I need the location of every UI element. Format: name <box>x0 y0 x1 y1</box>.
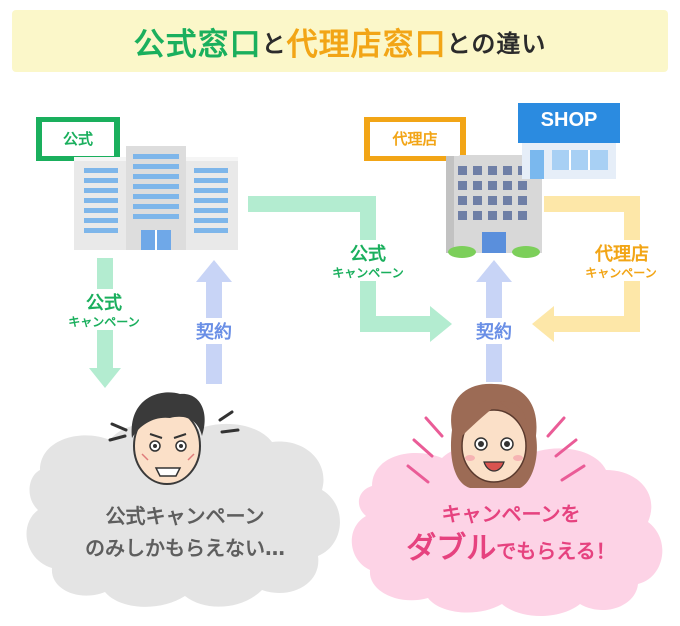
title-band <box>12 10 668 72</box>
title-official-window: 公式窓口 <box>133 26 262 63</box>
agency-building-icon <box>446 155 542 258</box>
agency-contract-label: 契約 <box>460 318 528 344</box>
agency-label: 代理店 <box>370 122 460 156</box>
official-campaign-sub: キャンペーン <box>54 313 154 330</box>
pink-cloud-line2: でもらえる！ <box>496 539 616 563</box>
official-contract-label: 契約 <box>180 318 248 344</box>
gray-speech-cloud <box>26 423 340 607</box>
pink-cloud-line1: キャンペーンを <box>441 502 581 526</box>
official-campaign-arrow-to-agency <box>248 196 452 342</box>
official-label: 公式 <box>42 122 114 156</box>
agency-campaign-title: 代理店 <box>572 240 672 266</box>
pink-speech-cloud <box>351 444 663 616</box>
title-agency-window: 代理店窓口 <box>286 26 447 63</box>
gray-cloud-line1: 公式キャンペーン <box>105 504 265 528</box>
agency-campaign-sub: キャンペーン <box>566 264 676 281</box>
page-title: 公式窓口 と 代理店窓口 との違い <box>12 10 668 72</box>
official-campaign-title: 公式 <box>64 289 144 315</box>
excitement-lines <box>406 416 586 484</box>
mid-official-campaign-title: 公式 <box>320 240 416 266</box>
official-building-icon <box>74 146 238 250</box>
gray-cloud-line2: のみしかもらえない… <box>85 536 285 560</box>
happy-woman-avatar <box>450 383 537 488</box>
title-difference: との違い <box>446 29 547 58</box>
title-particle-to: と <box>261 29 287 58</box>
shop-store-icon <box>518 103 620 179</box>
mid-official-campaign-sub: キャンペーン <box>312 264 424 281</box>
pink-cloud-double: ダブル <box>406 531 497 566</box>
worried-man-avatar <box>108 392 240 485</box>
shop-sign: SHOP <box>540 109 598 131</box>
